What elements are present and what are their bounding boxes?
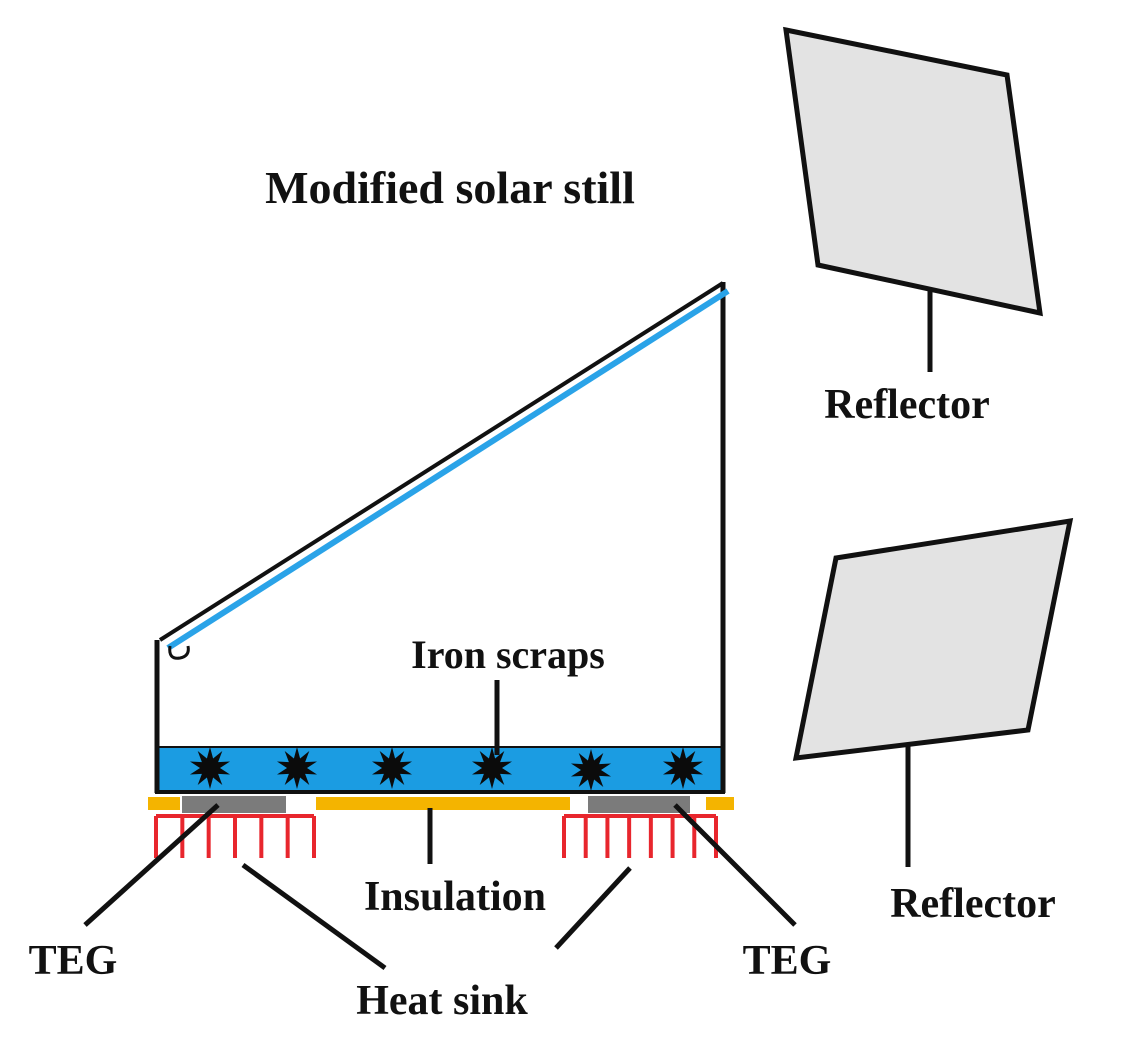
iron-scrap — [472, 747, 512, 789]
heat-sink-left — [154, 814, 316, 858]
insulation-left — [148, 797, 180, 810]
iron-scraps-label: Iron scraps — [411, 632, 605, 677]
solar-still-body — [148, 281, 734, 858]
insulation-right — [706, 797, 734, 810]
iron-scraps — [190, 747, 703, 791]
insulation-label: Insulation — [364, 874, 546, 920]
heat-sink-label: Heat sink — [356, 978, 528, 1024]
teg-module-left — [182, 796, 286, 813]
insulation-middle — [316, 797, 570, 810]
diagram-title: Modified solar still — [265, 162, 635, 213]
heat-sink-leader-left — [241, 862, 387, 971]
teg-module-right — [588, 796, 690, 813]
iron-scrap — [372, 747, 412, 789]
condensate-trough — [168, 645, 190, 660]
reflector-top-panel — [783, 26, 1043, 317]
glass-cover — [166, 288, 730, 651]
heat-sink-right — [562, 814, 718, 858]
glass-cover-outline — [158, 281, 725, 642]
heat-sink-leader-right — [554, 866, 632, 950]
iron-scrap — [190, 747, 230, 789]
reflector-bottom-panel — [792, 517, 1074, 761]
iron-scrap — [277, 747, 317, 789]
teg-left-leader — [83, 803, 220, 927]
water-basin — [157, 747, 723, 792]
reflector-top-label: Reflector — [824, 382, 990, 428]
reflector-bottom-label: Reflector — [890, 881, 1056, 927]
teg-left-label: TEG — [29, 938, 118, 984]
iron-scrap — [571, 749, 611, 791]
teg-right-leader — [673, 803, 797, 927]
teg-right-label: TEG — [743, 938, 832, 984]
iron-scrap — [663, 747, 703, 789]
reflector-top: Reflector — [783, 26, 1043, 428]
reflector-bottom: Reflector — [792, 517, 1074, 927]
